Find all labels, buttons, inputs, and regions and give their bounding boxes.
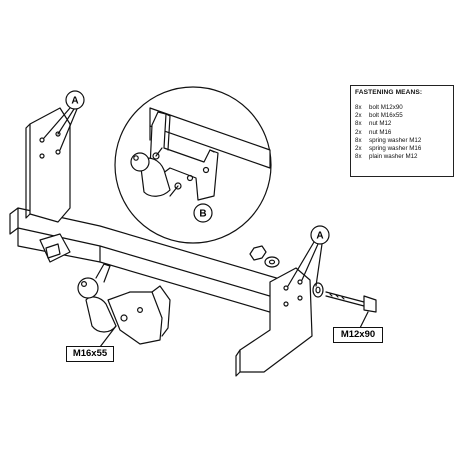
legend-item: 8x plain washer M12 [355, 153, 449, 161]
left-bracket [25, 107, 71, 223]
callout-a-right [287, 225, 330, 287]
ball-mount [77, 263, 171, 345]
legend-item: 8x bolt M12x90 [355, 104, 449, 112]
leader-m16x55 [99, 325, 117, 348]
leader-m12x90 [359, 311, 369, 329]
label-m16x55: M16x55 [66, 346, 114, 362]
right-bracket [235, 267, 313, 377]
callout-b [193, 203, 213, 223]
callout-a-left-text: A [71, 96, 78, 107]
legend-item: 8x nut M12 [355, 120, 449, 128]
legend-item: 2x bolt M16x55 [355, 112, 449, 120]
legend-desc: spring washer M12 [369, 136, 422, 144]
legend-qty: 2x [355, 112, 362, 120]
legend-desc: bolt M12x90 [369, 104, 403, 111]
callout-b-text: B [199, 209, 206, 220]
legend-qty: 8x [355, 153, 362, 161]
nut-washer [249, 245, 280, 268]
legend-qty: 8x [355, 136, 362, 144]
socket-plate [39, 233, 71, 263]
legend-item: 8x spring washer M12 [355, 137, 449, 145]
legend-desc: spring washer M16 [369, 145, 422, 153]
legend-qty: 2x [355, 145, 362, 153]
callout-a-right-text: A [316, 231, 323, 242]
bolt-m12x90 [312, 282, 377, 313]
detail-view-b [114, 86, 272, 244]
legend-desc: bolt M16x55 [369, 112, 403, 120]
legend-desc: nut M12 [369, 120, 392, 128]
legend-desc: nut M16 [369, 128, 392, 136]
callout-a-left [43, 90, 85, 151]
fastening-means-legend: FASTENING MEANS: 8x bolt M12x90 2x bolt M1… [350, 85, 454, 177]
legend-desc: plain washer M12 [369, 153, 418, 161]
label-m12x90: M12x90 [333, 327, 383, 343]
legend-qty: 2x [355, 128, 362, 136]
legend-qty: 8x [355, 104, 362, 111]
legend-item: 2x nut M16 [355, 129, 449, 137]
legend-qty: 8x [355, 120, 362, 128]
legend-title: FASTENING MEANS: [355, 89, 423, 96]
legend-item: 2x spring washer M16 [355, 145, 449, 153]
